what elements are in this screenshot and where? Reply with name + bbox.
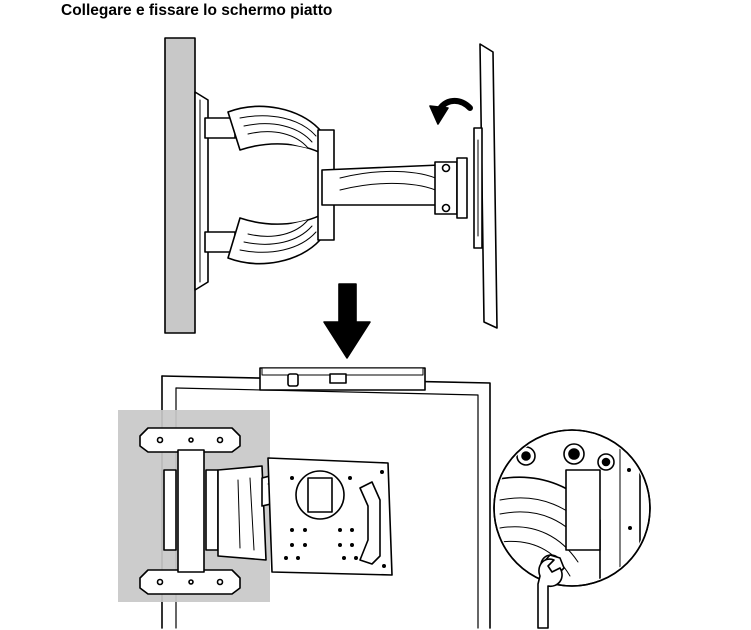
wall-icon — [164, 37, 196, 334]
page-title: Collegare e fissare lo schermo piatto — [61, 2, 333, 19]
spirit-level-icon — [259, 367, 426, 391]
vesa-plate-icon — [267, 457, 393, 576]
down-arrow-icon — [323, 283, 371, 359]
zoom-detail-icon — [493, 429, 651, 587]
rotate-arrow-icon — [429, 98, 473, 125]
wrench-icon — [537, 558, 563, 629]
step-2-illustration — [118, 367, 651, 629]
wall-plate-icon — [139, 427, 241, 595]
step-1-illustration — [164, 37, 498, 334]
flat-screen-icon — [473, 43, 498, 329]
articulating-arm-icon — [204, 105, 468, 265]
